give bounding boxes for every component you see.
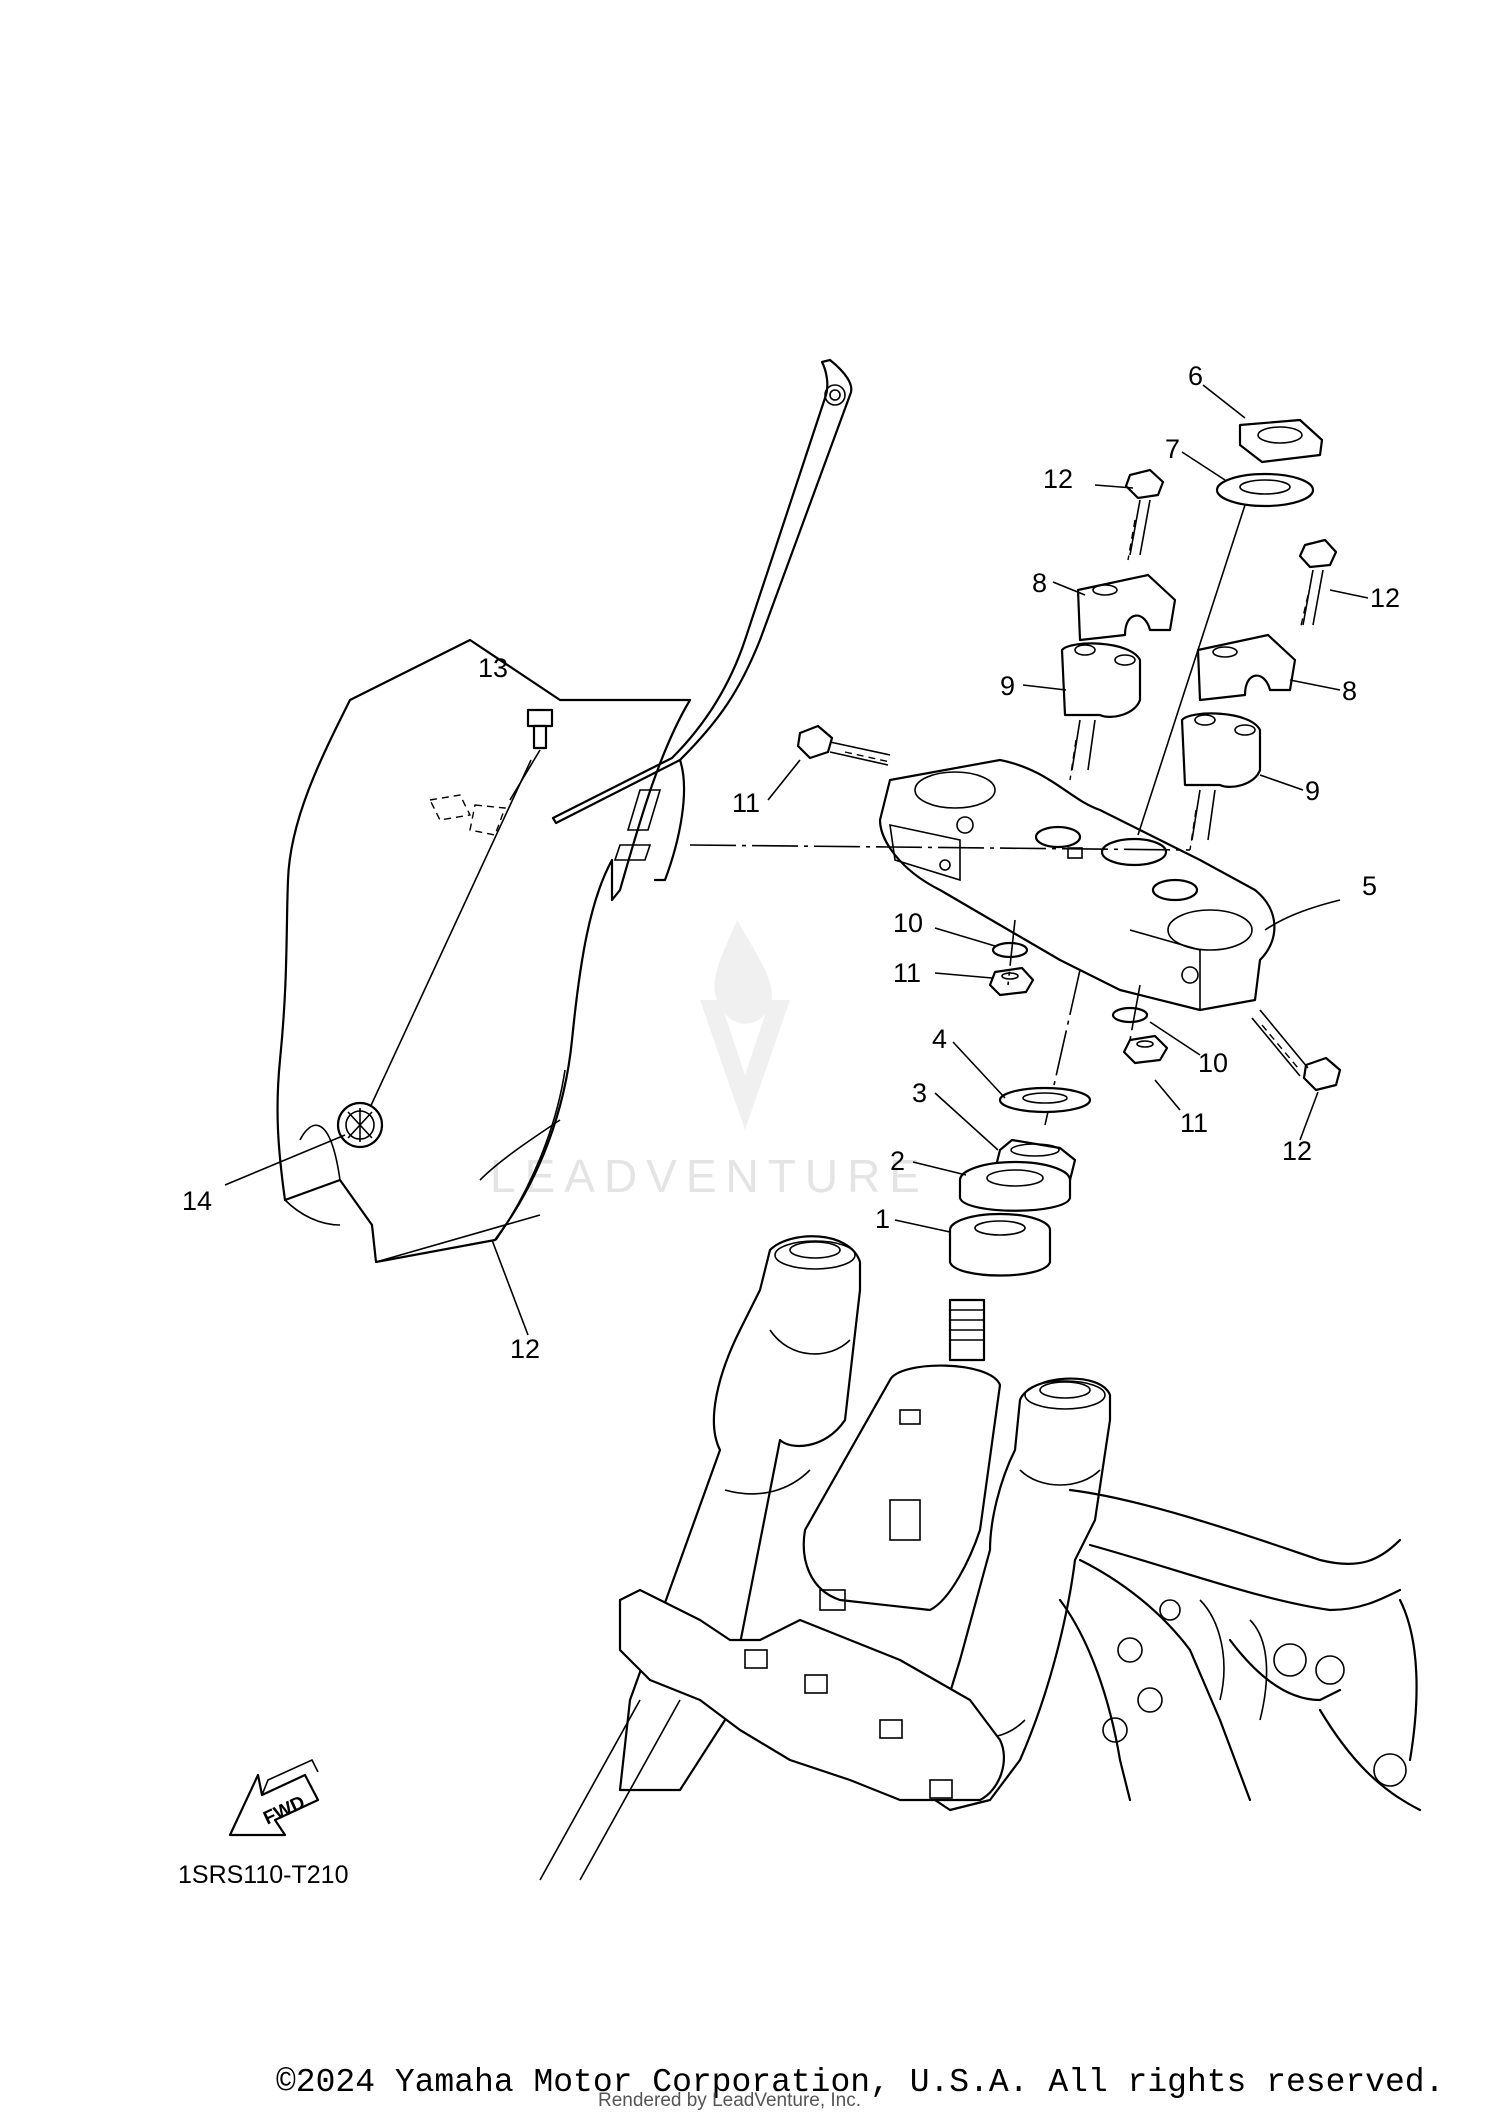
watermark-logo [700, 920, 790, 1130]
handlebar-holder-8-left[interactable] [1076, 573, 1177, 642]
washer-4[interactable] [998, 1086, 1092, 1114]
callout-7[interactable]: 7 [1165, 434, 1180, 464]
upper-bracket-5[interactable] [878, 758, 1276, 1012]
callout-2[interactable]: 2 [890, 1146, 905, 1176]
lower-bracket [618, 1588, 1005, 1802]
callout-12-right[interactable]: 12 [1370, 583, 1400, 613]
callout-5[interactable]: 5 [1362, 871, 1377, 901]
fork-tube-left [539, 1235, 862, 1881]
fwd-label: FWD [260, 1792, 308, 1829]
callout-15[interactable]: 14 [182, 1186, 212, 1216]
callout-12-upper[interactable]: 12 [1043, 464, 1073, 494]
handlebar-holder-9-right[interactable] [1180, 712, 1262, 851]
bolt-12-upper[interactable] [1124, 468, 1165, 561]
callout-11-left[interactable]: 11 [893, 958, 921, 988]
handlebar-holder-9-left[interactable] [1060, 642, 1142, 781]
callout-13[interactable]: 12 [510, 1334, 540, 1364]
rendered-by: Rendered by LeadVenture, Inc. [598, 2090, 862, 2111]
emblem-15[interactable] [336, 1101, 384, 1149]
plate-bracket [551, 358, 853, 882]
callout-10-right[interactable]: 10 [1198, 1048, 1228, 1078]
callout-9-right[interactable]: 9 [1305, 776, 1320, 806]
washer-10-left[interactable] [991, 941, 1029, 959]
handlebar-holder-8-right[interactable] [1196, 633, 1297, 702]
callout-4[interactable]: 4 [932, 1024, 947, 1054]
dust-seal-2[interactable] [958, 1160, 1072, 1212]
callout-9-left[interactable]: 9 [1000, 671, 1015, 701]
callout-1[interactable]: 1 [875, 1204, 890, 1234]
callout-14[interactable]: 13 [478, 653, 508, 683]
callout-6[interactable]: 6 [1188, 361, 1203, 391]
bolt-12-right[interactable] [1298, 538, 1338, 631]
nut-11-left[interactable] [988, 966, 1035, 997]
copyright-notice: ©2024 Yamaha Motor Corporation, U.S.A. A… [276, 2064, 1445, 2101]
callout-12-left[interactable]: 11 [732, 788, 760, 818]
callout-10-left[interactable]: 10 [893, 908, 923, 938]
leader-lines [224, 384, 1369, 1336]
frame [1058, 1488, 1422, 1812]
bolt-12-lower[interactable] [1251, 1009, 1342, 1092]
number-plate-13[interactable] [276, 638, 692, 1264]
callout-12-lower[interactable]: 12 [1282, 1136, 1312, 1166]
callout-3[interactable]: 3 [912, 1078, 927, 1108]
washer-7[interactable] [1215, 472, 1315, 508]
forward-arrow-icon: FWD [228, 1758, 320, 1837]
callout-8-left[interactable]: 8 [1032, 568, 1047, 598]
bearing-1[interactable] [948, 1212, 1052, 1277]
washer-10-right[interactable] [1111, 1006, 1149, 1024]
bolt-12-left[interactable] [796, 724, 891, 766]
diagram-code: 1SRS110-T210 [178, 1861, 348, 1889]
nut-11-right[interactable] [1122, 1034, 1169, 1065]
steering-stem [802, 1298, 1002, 1612]
nut-6[interactable] [1238, 418, 1324, 464]
callout-8-right[interactable]: 8 [1342, 676, 1357, 706]
watermark-text: LEADVENTURE [490, 1150, 929, 1202]
callout-11-right[interactable]: 11 [1180, 1108, 1208, 1138]
bolt-14[interactable] [526, 708, 554, 750]
